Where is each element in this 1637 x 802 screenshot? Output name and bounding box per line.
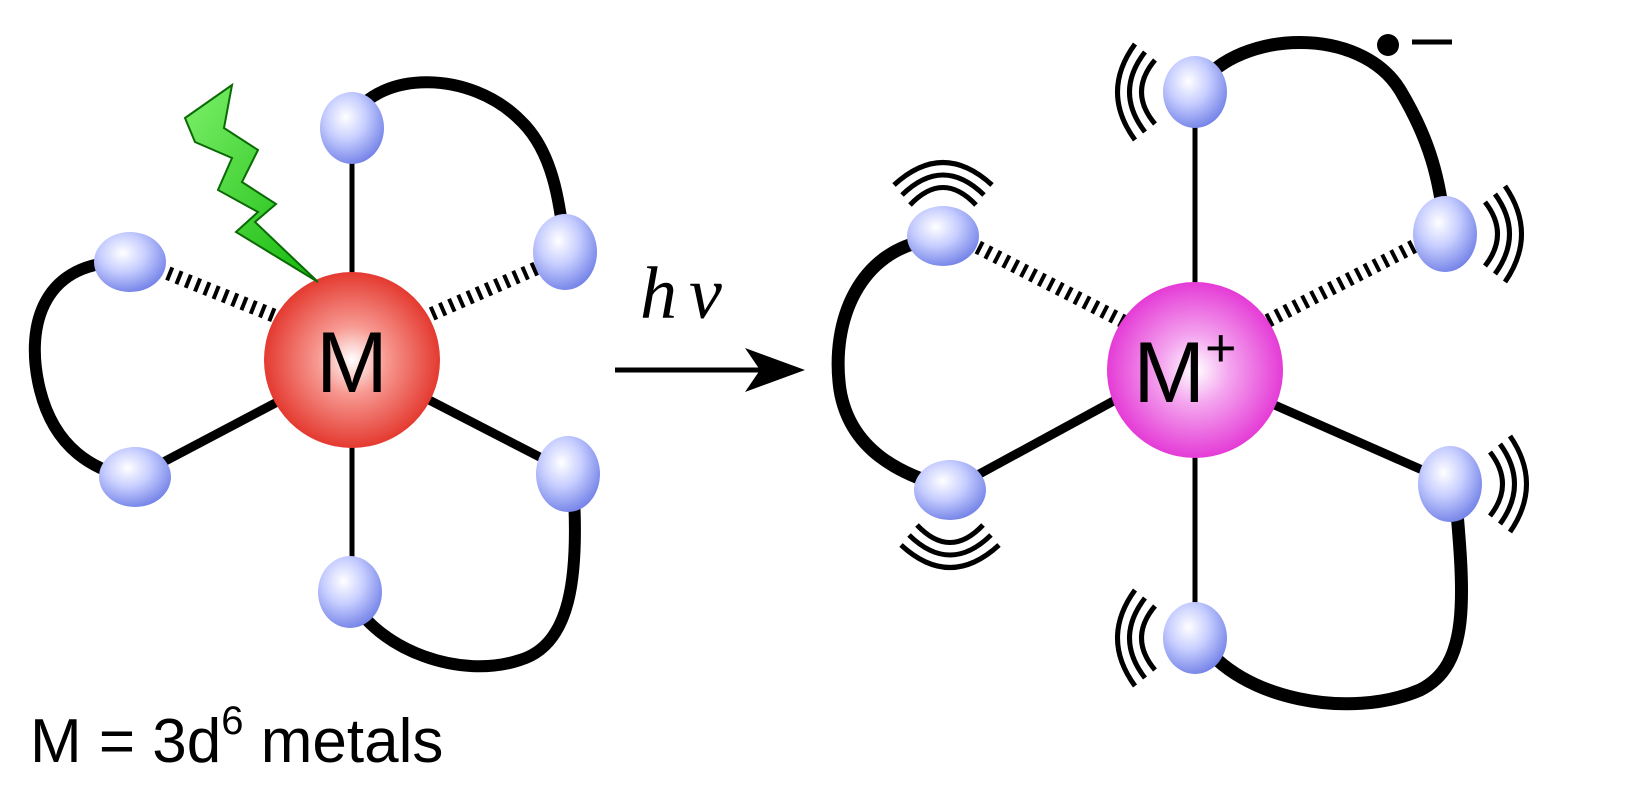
radical-dot-icon: [1377, 34, 1399, 56]
planck-h: h: [640, 253, 677, 335]
left-chelate-arc-left: [28, 256, 136, 484]
right-chelate-arc-bottom: [1193, 483, 1469, 711]
right-ligand-atom: [1163, 602, 1227, 674]
lightning-bolt-icon: [183, 82, 319, 283]
vibration-marks-right-upper-atom: [1482, 184, 1524, 284]
right-bond-hash-left: [956, 231, 1144, 337]
right-ligand-atom: [914, 460, 986, 520]
right-ligand-atom: [907, 206, 979, 266]
arrow-head: [745, 348, 805, 392]
right-ligand-atom: [1163, 56, 1227, 128]
right-metal-center: [1107, 282, 1283, 458]
vibration-marks-left-lower-atom: [899, 523, 1001, 570]
left-ligand-atom: [533, 214, 597, 290]
right-chelate-arc-left: [831, 233, 957, 495]
right-bond-front-right: [1243, 387, 1447, 485]
left-metal-center: [264, 272, 440, 448]
left-chelate-arc-top: [346, 76, 571, 256]
right-metal-symbol: M: [1133, 325, 1205, 421]
left-ligand-atom: [536, 436, 600, 512]
left-chelate-arc-bottom: [346, 474, 581, 673]
left-ligand-atom: [320, 92, 384, 164]
left-ligand-atom: [318, 556, 382, 628]
right-chelate-arc-top: [1193, 36, 1452, 237]
left-ligand-atom: [94, 232, 166, 292]
right-ligand-atom: [1413, 196, 1477, 272]
caption-superscript: 6: [221, 699, 243, 743]
vibration-marks-right-lower-atom: [1487, 434, 1529, 534]
right-ligand-atom: [1418, 446, 1482, 522]
right-metal-label: M+: [1133, 318, 1236, 421]
frequency-nu: ν: [689, 253, 722, 335]
right-bond-hash-right: [1246, 231, 1434, 337]
left-ligand-atom: [99, 447, 171, 507]
caption-suffix: metals: [244, 707, 444, 776]
vibration-marks-left-upper-atom: [892, 160, 994, 207]
left-complex: M M = 3d6 metals: [28, 76, 600, 776]
right-metal-charge: +: [1205, 318, 1237, 378]
metal-caption: M = 3d6 metals: [30, 699, 443, 776]
left-metal-label: M: [316, 315, 388, 411]
caption-prefix: M = 3d: [30, 707, 221, 776]
right-complex: M+: [831, 34, 1529, 711]
vibration-marks-top-atom: [1115, 42, 1157, 142]
vibration-marks-bottom-atom: [1115, 588, 1157, 688]
